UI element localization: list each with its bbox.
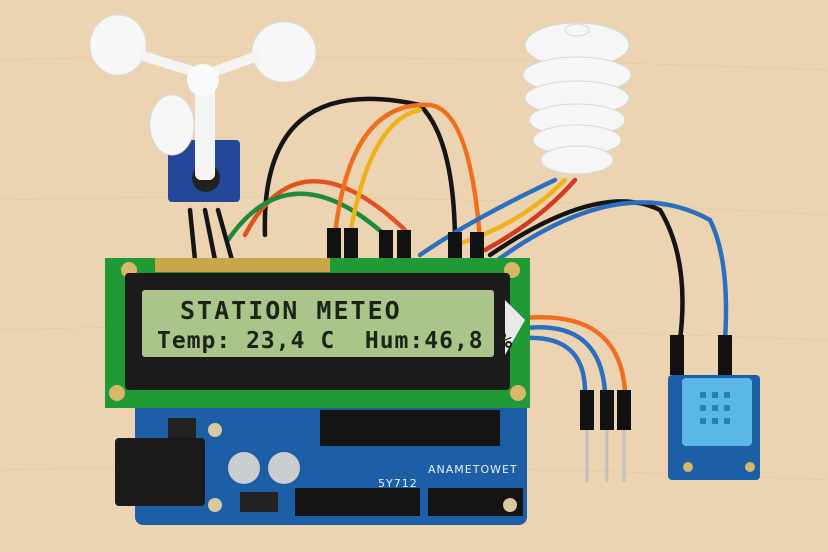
arduino-board: [115, 400, 527, 525]
lcd-line-2: Temp: 23,4 C Hum:46,8 %: [157, 328, 514, 354]
dht-sensor-module: [668, 375, 760, 480]
wires: [187, 96, 729, 395]
board-label-top: ANAMETOWET: [428, 463, 518, 476]
radiation-shield: [522, 22, 632, 175]
board-label-bottom: 5Y712: [378, 477, 418, 490]
lcd-module: [105, 258, 530, 408]
header-pins: [585, 430, 626, 482]
anemometer: [89, 14, 317, 202]
lcd-line-1: STATION METEO: [180, 296, 402, 325]
